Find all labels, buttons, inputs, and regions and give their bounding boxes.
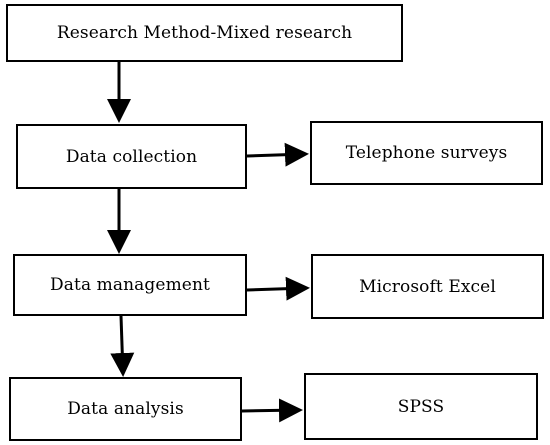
- node-data-management-label: Data management: [50, 275, 210, 295]
- arrow-management-to-excel: [246, 276, 310, 301]
- node-spss-label: SPSS: [397, 396, 445, 417]
- node-telephone-surveys: Telephone surveys: [310, 121, 543, 185]
- node-data-analysis-label: Data analysis: [67, 399, 184, 419]
- node-microsoft-excel: Microsoft Excel: [311, 254, 544, 319]
- node-telephone-surveys-label: Telephone surveys: [345, 143, 508, 163]
- arrow-management-to-analysis: [110, 315, 135, 377]
- arrow-collection-to-surveys: [246, 142, 309, 167]
- node-data-collection-label: Data collection: [65, 146, 198, 167]
- node-research-method: Research Method-Mixed research: [6, 4, 403, 62]
- node-research-method-label: Research Method-Mixed research: [56, 23, 353, 43]
- node-microsoft-excel-label: Microsoft Excel: [359, 276, 496, 297]
- node-data-collection: Data collection: [16, 124, 247, 189]
- node-data-management: Data management: [13, 254, 247, 316]
- node-spss: SPSS: [304, 373, 538, 440]
- arrow-analysis-to-spss: [241, 398, 303, 423]
- node-data-analysis: Data analysis: [9, 377, 242, 441]
